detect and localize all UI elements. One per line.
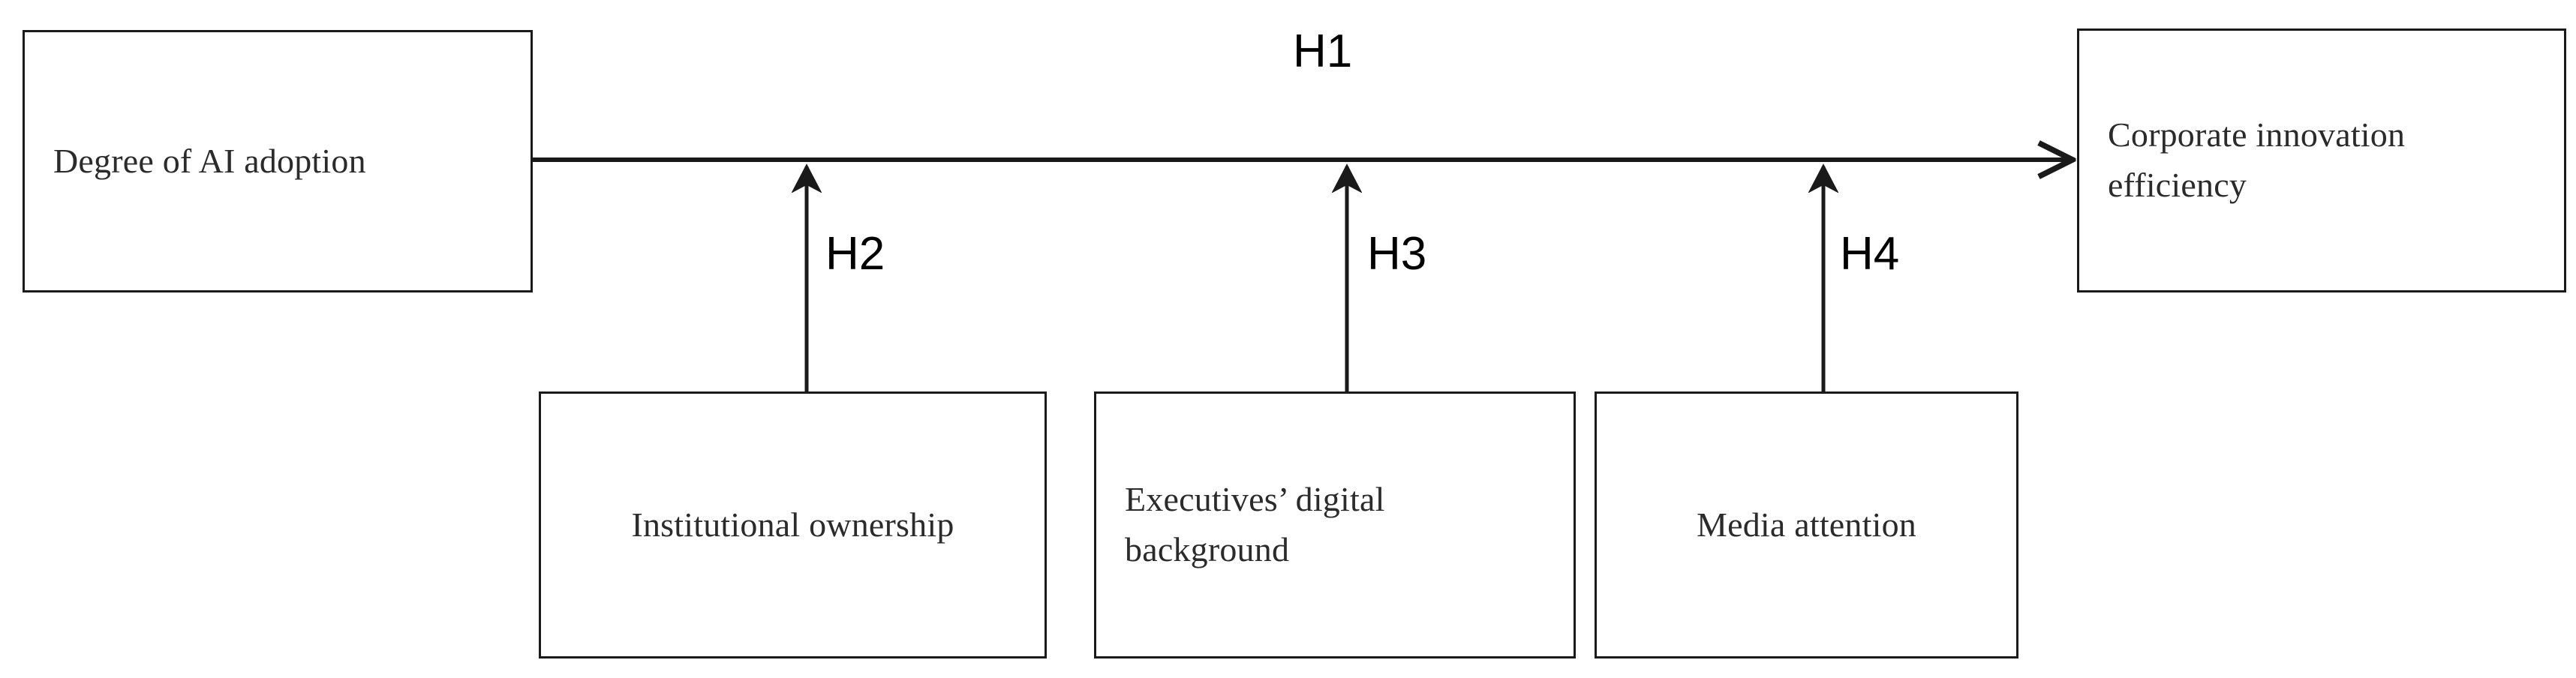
hypothesis-label-h3: H3 — [1367, 228, 1427, 280]
node-executives-digital-background[interactable]: Executives’ digital background — [1094, 392, 1576, 658]
node-media-attention[interactable]: Media attention — [1595, 392, 2018, 658]
node-institutional-ownership[interactable]: Institutional ownership — [539, 392, 1047, 658]
hypothesis-label-h2: H2 — [825, 228, 885, 280]
node-label-executives-digital-background: Executives’ digital background — [1125, 480, 1385, 568]
node-label-degree-of-ai-adoption: Degree of AI adoption — [53, 141, 366, 180]
node-label-corporate-innovation-efficiency: Corporate innovation efficiency — [2108, 116, 2406, 204]
hypothesis-label-h1: H1 — [1293, 26, 1353, 77]
node-degree-of-ai-adoption[interactable]: Degree of AI adoption — [23, 30, 533, 292]
node-corporate-innovation-efficiency[interactable]: Corporate innovation efficiency — [2077, 28, 2566, 292]
node-label-institutional-ownership: Institutional ownership — [631, 505, 954, 544]
hypothesis-label-h4: H4 — [1840, 228, 1900, 280]
node-label-media-attention: Media attention — [1697, 505, 1916, 544]
